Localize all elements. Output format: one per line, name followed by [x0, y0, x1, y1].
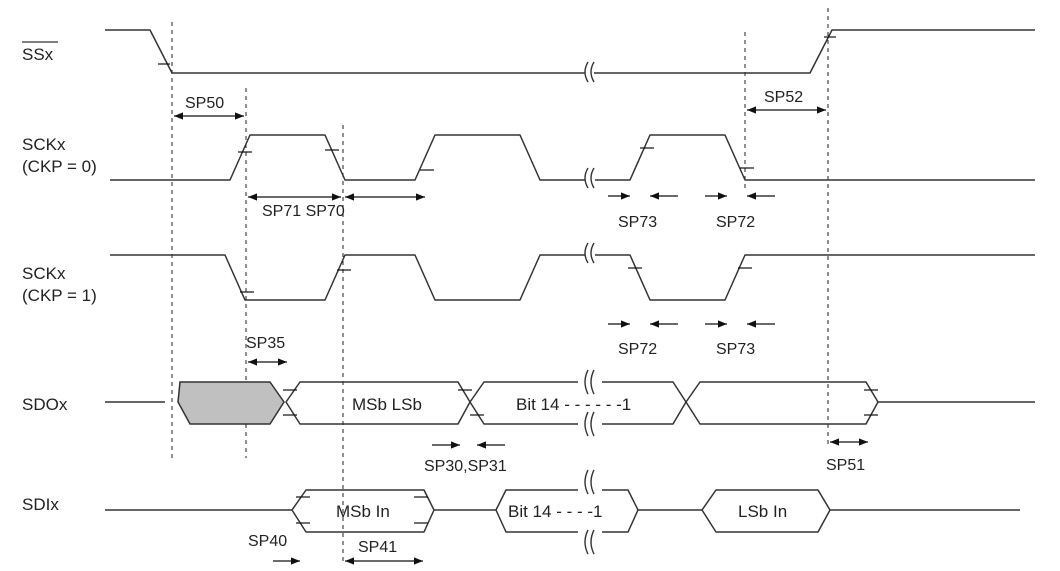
sck-cpk1-waveform — [110, 242, 1035, 301]
sp40-label: SP40 — [248, 533, 287, 550]
sdi-label: SDIx — [22, 495, 59, 514]
sck0-break — [584, 167, 595, 189]
sp41-label: SP41 — [358, 539, 397, 556]
sp73-bottom-label: SP73 — [716, 341, 755, 358]
sp72-bottom-label: SP72 — [618, 341, 657, 358]
sp71-sp70-label: SP71 SP70 — [262, 203, 345, 220]
sdi-break-mask — [578, 470, 602, 562]
sdo-undefined-shade — [177, 381, 285, 425]
sdi-break-bottom — [584, 529, 595, 555]
sdo-msb-lsb-label: MSb LSb — [352, 395, 422, 414]
sdo-bit14-label: Bit 14 - - - - - -1 — [516, 395, 631, 414]
sdi-lsb-label: LSb In — [738, 502, 787, 521]
sdi-waveform: MSb In Bit 14 - - - -1 LSb In — [105, 469, 1020, 562]
sck1-break — [584, 242, 595, 264]
sdo-label: SDOx — [22, 395, 68, 414]
sck-cpk1-label: SCKx — [22, 264, 66, 283]
sdi-break-top — [584, 469, 595, 495]
sp51-label: SP51 — [826, 457, 865, 474]
sck-cpk0-label: SCKx — [22, 135, 66, 154]
sck-cpk0-sublabel: (CKP = 0) — [22, 157, 97, 176]
ss-waveform — [105, 29, 1035, 83]
sp73-label: SP73 — [618, 214, 657, 231]
ss-trace-left — [105, 29, 585, 74]
sdo-waveform: MSb LSb Bit 14 - - - - - -1 — [105, 368, 1035, 438]
sdo-break-bottom — [584, 411, 595, 437]
sck0-trace-left — [110, 134, 585, 181]
sp52-label: SP52 — [764, 89, 803, 106]
sck1-trace-left — [110, 254, 585, 301]
sp30-sp31-label: SP30,SP31 — [424, 458, 507, 475]
sdo-break-top — [584, 369, 595, 395]
ss-trace-right — [594, 29, 1035, 74]
sdi-bit14-label: Bit 14 - - - -1 — [508, 502, 602, 521]
sck0-trace-right — [595, 134, 1035, 181]
sdo-break-mask — [578, 368, 602, 438]
ss-break — [584, 61, 595, 83]
sdi-msb-label: MSb In — [336, 502, 390, 521]
sck-cpk0-waveform — [110, 134, 1035, 189]
timing-guides — [171, 8, 829, 565]
ss-label: SSx — [22, 45, 54, 64]
signal-labels: SSx SCKx (CKP = 0) SCKx (CKP = 1) SDOx S… — [22, 41, 97, 514]
timing-arrows — [174, 106, 868, 565]
sck-cpk1-sublabel: (CKP = 1) — [22, 286, 97, 305]
sdo-last-cell — [685, 381, 879, 425]
sp50-label: SP50 — [185, 95, 224, 112]
sck1-trace-right — [595, 254, 1035, 301]
timing-labels: SP50 SP52 SP71 SP70 SP73 SP72 SP72 SP73 … — [185, 89, 865, 556]
sp72-label: SP72 — [716, 214, 755, 231]
sp35-label: SP35 — [246, 335, 285, 352]
